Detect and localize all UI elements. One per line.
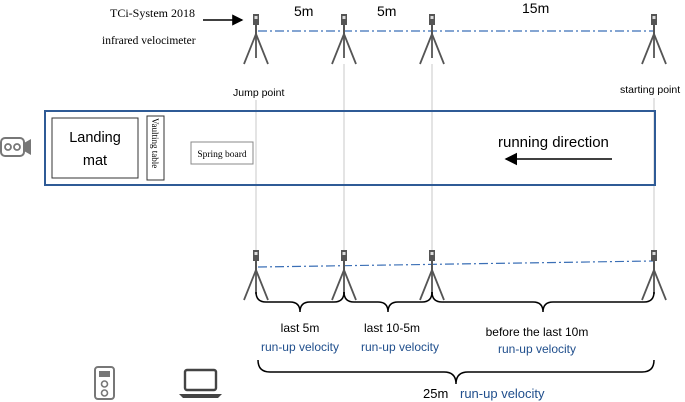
segment-1-label: last 5m [281, 321, 320, 335]
segment-3-label: before the last 10m [486, 325, 589, 339]
spring-board-label: Spring board [197, 150, 247, 160]
total-distance-label: 25m [423, 386, 448, 401]
jump-point-label: Jump point [233, 87, 284, 99]
brace-total [257, 359, 655, 385]
distance-label-2: 5m [377, 3, 396, 19]
laptop-icon [179, 368, 222, 398]
vaulting-table [146, 115, 165, 181]
runway [44, 110, 656, 186]
spring-board [190, 141, 254, 165]
system-type: infrared velocimeter [102, 35, 196, 47]
running-direction-label: running direction [498, 134, 609, 151]
starting-point-label: starting point [620, 84, 680, 96]
sensor-icon [94, 366, 115, 400]
landing-mat-label-2: mat [83, 153, 107, 169]
brace-segment-1 [255, 291, 345, 313]
tripod-icon [331, 13, 357, 65]
segment-2-velocity: run-up velocity [361, 340, 439, 354]
landing-mat-label-1: Landing [69, 130, 121, 146]
brace-segment-2 [343, 291, 433, 313]
system-name: TCi-System 2018 [110, 6, 195, 20]
landing-mat [51, 117, 139, 179]
video-camera-icon [0, 137, 31, 157]
vaulting-table-label: Vaulting table [150, 118, 160, 168]
brace-segment-3 [431, 291, 655, 313]
bottom-sensor-line [257, 260, 654, 268]
tripod-icon [243, 13, 269, 65]
segment-2-label: last 10-5m [364, 321, 420, 335]
distance-label-1: 5m [294, 3, 313, 19]
total-velocity-label: run-up velocity [460, 386, 545, 401]
segment-1-velocity: run-up velocity [261, 340, 339, 354]
distance-label-3: 15m [522, 0, 549, 16]
segment-3-velocity: run-up velocity [498, 342, 576, 356]
tripod-icon [419, 13, 445, 65]
tripod-icon [641, 13, 667, 65]
